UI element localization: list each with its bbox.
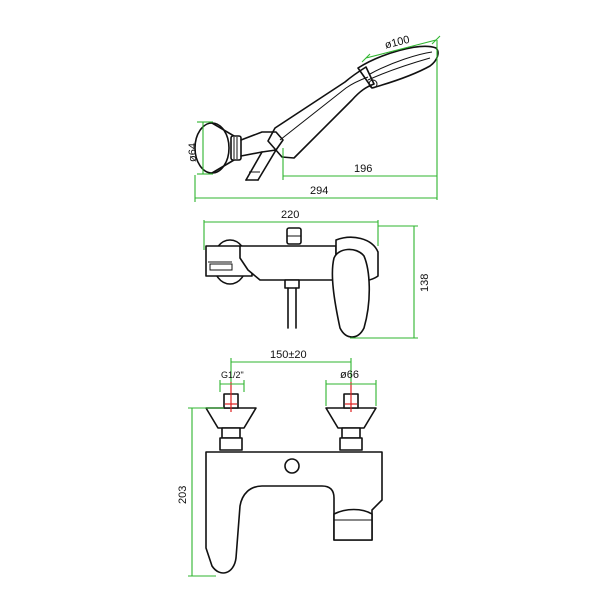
hose bbox=[245, 149, 277, 181]
swivel-nut bbox=[230, 135, 242, 161]
hand-shower-dimensions: ø100 ø64 196 294 bbox=[187, 34, 441, 202]
dim-head-diameter: ø100 bbox=[384, 34, 411, 52]
dim-overall-length: 294 bbox=[310, 185, 328, 197]
dim-body-height: 138 bbox=[419, 274, 431, 292]
mixer-side-view bbox=[205, 227, 379, 338]
dim-connection-thread: G1/2" bbox=[221, 370, 244, 380]
shower-head bbox=[357, 45, 439, 89]
dim-holder-diameter: ø64 bbox=[187, 143, 199, 162]
dim-escutcheon-diameter: ø66 bbox=[340, 369, 359, 381]
spout-outlet-front bbox=[333, 508, 373, 541]
diverter-hole bbox=[284, 458, 300, 474]
right-connector bbox=[325, 407, 377, 429]
dim-total-height: 203 bbox=[177, 486, 189, 504]
front-view-dimensions: 150±20 G1/2" ø66 203 bbox=[177, 349, 377, 577]
mixer-front-view bbox=[205, 393, 383, 574]
shower-handle bbox=[267, 66, 375, 159]
center-marks bbox=[225, 382, 357, 412]
side-view-dimensions: 220 138 bbox=[203, 209, 431, 339]
dim-center-distance: 150±20 bbox=[270, 349, 307, 361]
lever-handle-side bbox=[331, 248, 371, 338]
dim-body-width: 220 bbox=[281, 209, 299, 221]
left-connector bbox=[205, 407, 257, 429]
mixer-body-front bbox=[205, 451, 383, 574]
mixer-body-side bbox=[239, 245, 337, 281]
dim-hand-shower-length: 196 bbox=[354, 163, 372, 175]
hand-shower-view bbox=[194, 45, 439, 181]
